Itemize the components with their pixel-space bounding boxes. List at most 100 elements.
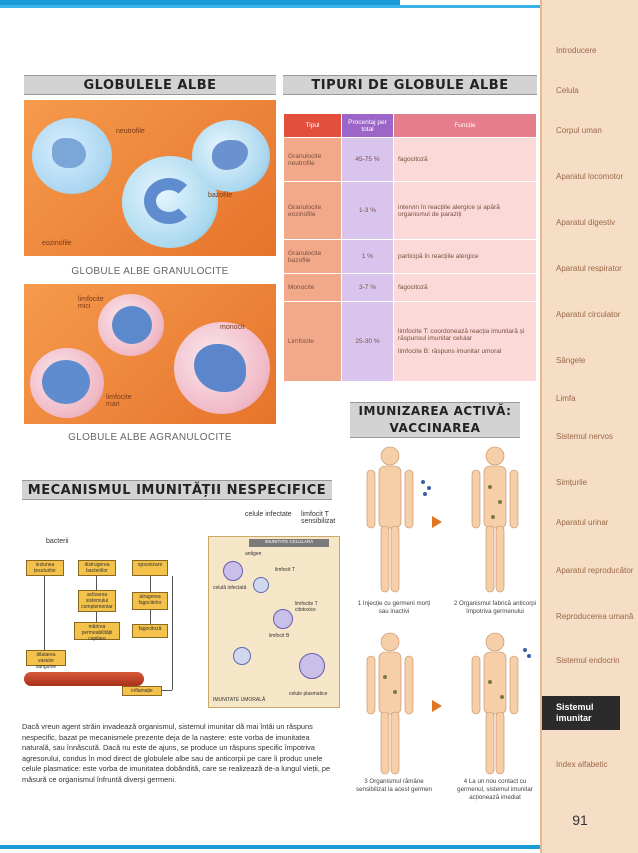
agranulocytes-illustration: limfocite mici monocit limfocite mari: [24, 284, 276, 424]
sidebar-item-index-alfabetic[interactable]: Index alfabetic: [556, 760, 608, 769]
function-limfocite-b: limfocite B: răspuns imunitar umoral: [398, 348, 502, 355]
large-lymphocyte-nucleus: [42, 360, 90, 404]
label-limfocit: limfocit T: [275, 567, 295, 573]
top-color-bar: [0, 0, 400, 5]
top-color-stripe: [0, 5, 638, 8]
blood-vessel: [24, 672, 144, 686]
vaccine-step-4: 4 La un nou contact cu germenul, sistemu…: [457, 778, 533, 801]
label-celule-infectate: celule infectate: [245, 511, 292, 518]
label-limfocite-mari: limfocite mari: [106, 394, 132, 408]
box-inflamatie: inflamație: [122, 686, 162, 696]
function-limfocite-t: limfocite T: coordonează reacția imunita…: [398, 328, 525, 342]
cell-percent: 25-30 %: [341, 301, 394, 382]
box-dilatarea: dilatarea vaselor sanguine: [26, 650, 66, 670]
cell-function: limfocite T: coordonează reacția imunita…: [393, 301, 537, 382]
cell-function: participă în reacțiile alergice: [393, 239, 537, 274]
plasma-cell: [299, 653, 325, 679]
label-limfocit-b: limfocit B: [269, 633, 290, 639]
box-marirea: mărirea permeabilității capilare: [74, 622, 120, 642]
sidebar-item-sistemul-imunitar[interactable]: Sistemul imunitar: [542, 696, 620, 730]
cell-function: fagocitoză: [393, 273, 537, 302]
cell-percent: 1-3 %: [341, 181, 394, 240]
sidebar-item-aparatul-digestiv[interactable]: Aparatul digestiv: [556, 218, 616, 227]
sidebar-item-reproducerea-umana[interactable]: Reproducerea umană: [556, 612, 634, 621]
cell-type: Limfocite: [283, 301, 342, 382]
body-figure-1: [366, 446, 414, 593]
sidebar-item-aparatul-locomotor[interactable]: Aparatul locomotor: [556, 172, 624, 181]
sidebar-item-sistemul-endocrin[interactable]: Sistemul endocrin: [556, 656, 620, 665]
label-limfocite-citotoxice: limfocite T citotoxice: [295, 601, 318, 613]
vaccine-title: IMUNIZAREA ACTIVĂ: VACCINAREA: [350, 402, 520, 438]
table-row: Monocite 3-7 % fagocitoză: [283, 273, 537, 302]
label-celula-infectata: celulă infectată: [213, 585, 247, 591]
step-arrow-1: [432, 516, 442, 528]
sidebar-item-celula[interactable]: Celula: [556, 86, 579, 95]
header-type: Tipul: [283, 113, 342, 138]
small-lymphocyte-nucleus: [112, 306, 152, 344]
vaccine-figures: [366, 446, 531, 775]
table-row: Limfocite 25-30 % limfocite T: coordonea…: [283, 301, 537, 382]
body-figure-4: [471, 632, 519, 775]
sidebar-item-aparatul-urinar[interactable]: Aparatul urinar: [556, 518, 609, 527]
white-cell-types-table: Tipul Procentaj per total Funcție Granul…: [283, 113, 537, 382]
label-celule-plasmatice: celule plasmatice: [289, 691, 328, 697]
connector: [172, 576, 173, 690]
sidebar-item-aparatul-respirator[interactable]: Aparatul respirator: [556, 264, 622, 273]
sidebar-item-aparatul-reproducator[interactable]: Aparatul reproducător: [556, 566, 634, 575]
mechanism-diagram: bacterii leziunea țesuturilor distrugere…: [22, 500, 342, 712]
germ-marks: [421, 480, 531, 658]
cell-percent: 3-7 %: [341, 273, 394, 302]
body-figure-2: [471, 446, 519, 593]
step-arrow-2: [432, 700, 442, 712]
cell-type: Granulocite neutrofile: [283, 137, 342, 182]
table-row: Granulocite neutrofile 45-75 % fagocitoz…: [283, 137, 537, 182]
cytotoxic-cell: [273, 609, 293, 629]
label-antigen: antigen: [245, 551, 262, 557]
connector: [150, 610, 151, 624]
sidebar-item-simturile[interactable]: Simțurile: [556, 478, 588, 487]
box-opsonizare: opsonizare: [132, 560, 168, 576]
connector: [96, 612, 97, 622]
mechanism-title: MECANISMUL IMUNITĂȚII NESPECIFICE: [22, 480, 332, 500]
sidebar-item-sangele[interactable]: Sângele: [556, 356, 586, 365]
b-lymphocyte: [233, 647, 251, 665]
infected-cell: [223, 561, 243, 581]
label-eozinofile: eozinofile: [42, 240, 72, 247]
sidebar-item-sistemul-nervos[interactable]: Sistemul nervos: [556, 432, 613, 441]
cell-type: Monocite: [283, 273, 342, 302]
eosinophil-nucleus: [144, 178, 194, 224]
table-header-row: Tipul Procentaj per total Funcție: [283, 113, 537, 138]
chapter-sidebar: Introducere Celula Corpul uman Aparatul …: [540, 0, 638, 853]
cell-function: intervin în reacțiile alergice și apără …: [393, 181, 537, 240]
sidebar-item-introducere[interactable]: Introducere: [556, 46, 597, 55]
white-cells-title: GLOBULELE ALBE: [24, 75, 276, 95]
header-percent: Procentaj per total: [341, 113, 394, 138]
page-number: 91: [572, 812, 588, 828]
box-fagocitoza: fagocitoză: [132, 624, 168, 638]
agranulocytes-caption: GLOBULE ALBE AGRANULOCITE: [68, 432, 232, 443]
label-limfocite-mici: limfocite mici: [78, 296, 104, 310]
vaccine-step-1: 1 Injecție cu germeni morți sau inactivi: [357, 600, 431, 615]
granulocytes-caption: GLOBULE ALBE GRANULOCITE: [71, 266, 229, 277]
box-activarea: activarea sistemului complementar: [78, 590, 116, 612]
label-imunitate-celulara: IMUNITATE CELULARĂ: [249, 539, 329, 547]
cell-function: fagocitoză: [393, 137, 537, 182]
label-bazofile: bazofile: [208, 192, 233, 199]
cell-percent: 1 %: [341, 239, 394, 274]
antibody-marks: [383, 485, 504, 699]
box-distrugerea: distrugerea bacteriilor: [78, 560, 116, 576]
box-leziunea: leziunea țesuturilor: [26, 560, 64, 576]
sidebar-item-aparatul-circulator[interactable]: Aparatul circulator: [556, 310, 621, 319]
sidebar-item-limfa[interactable]: Limfa: [556, 394, 576, 403]
label-limfocit-t-sensibilizat: limfocit T sensibilizat: [301, 511, 336, 525]
cell-type: Granulocite bazofile: [283, 239, 342, 274]
types-title: TIPURI DE GLOBULE ALBE: [283, 75, 537, 95]
sidebar-item-corpul-uman[interactable]: Corpul uman: [556, 126, 602, 135]
t-lymphocyte: [253, 577, 269, 593]
monocyte-nucleus: [194, 344, 246, 392]
label-monocit: monocit: [220, 324, 245, 331]
box-atragerea: atragerea fagocitelor: [132, 592, 168, 610]
label-neutrofile: neutrofile: [116, 128, 145, 135]
granulocytes-illustration: neutrofile bazofile eozinofile: [24, 100, 276, 256]
connector: [44, 576, 45, 650]
